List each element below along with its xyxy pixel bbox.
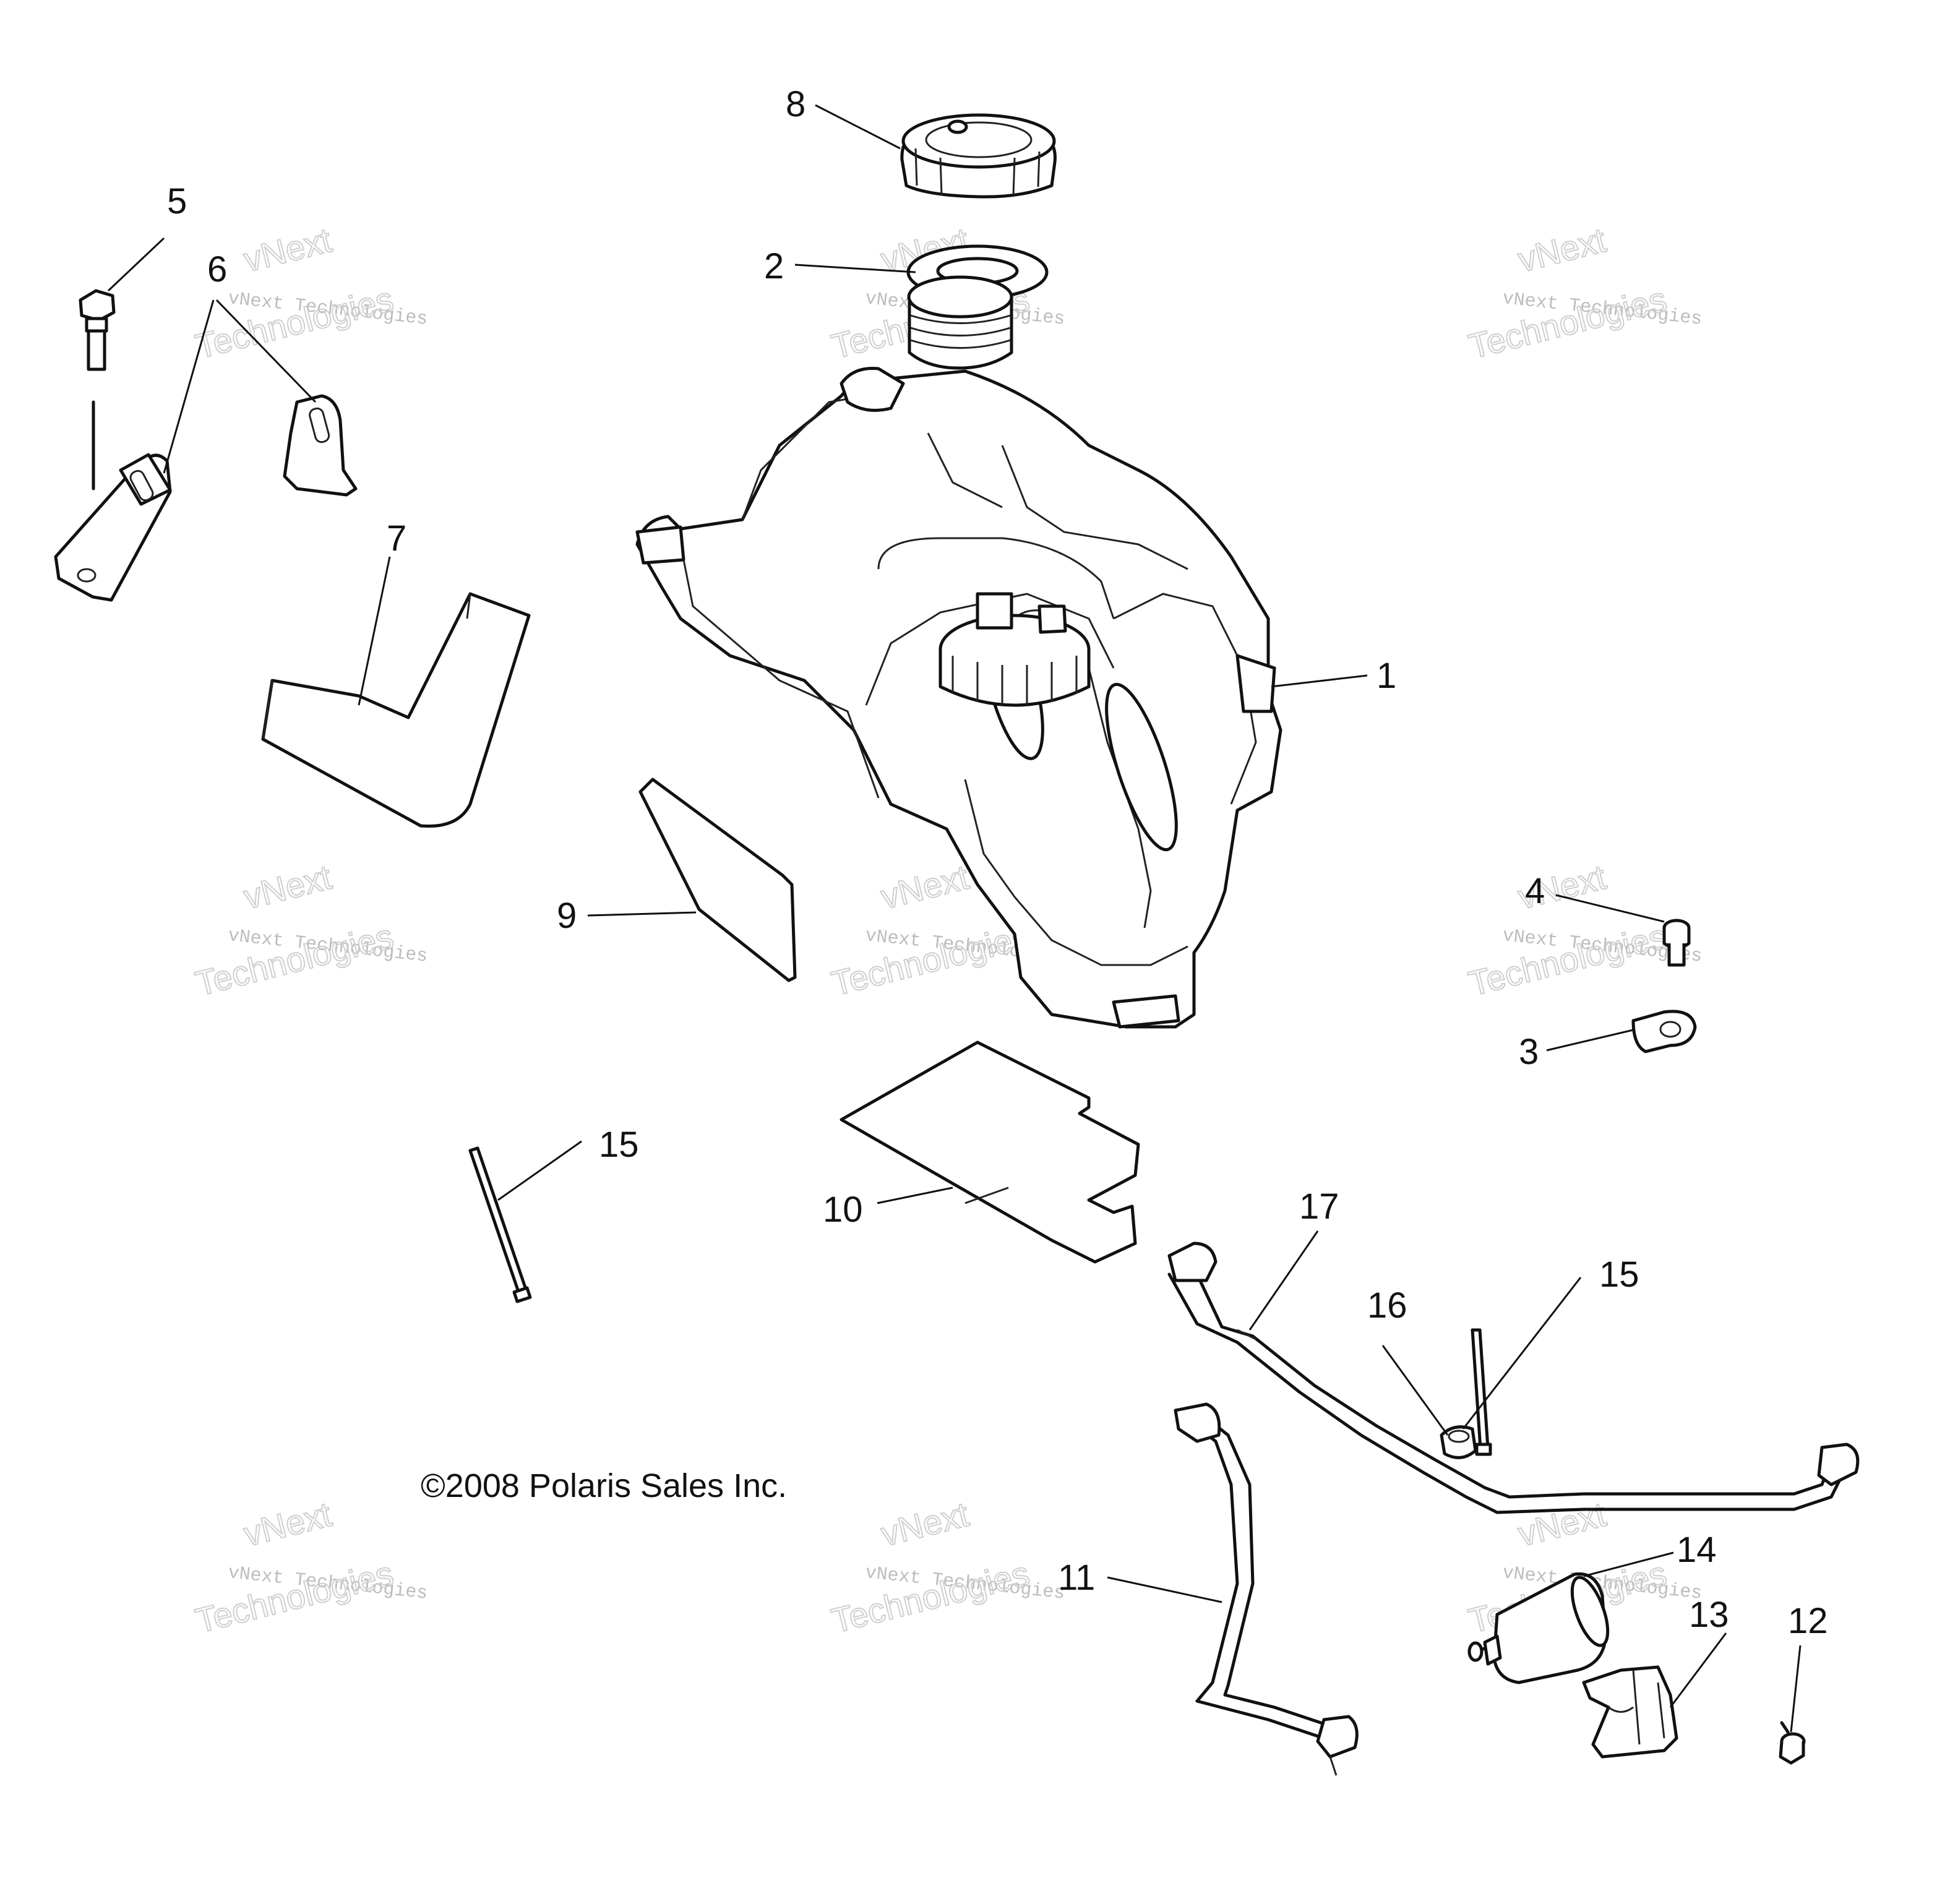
svg-text:Technologies: Technologies [192,1553,397,1640]
leader-3 [1546,1029,1634,1052]
callout-9: 9 [557,896,577,936]
leader-11 [1107,1576,1222,1603]
callout-16: 16 [1367,1285,1407,1326]
leader-7 [358,556,391,706]
insulator-pad-part [638,778,797,982]
fuel-cap-part [900,113,1057,199]
screw-part [1662,919,1691,967]
watermark-bottom-center: vNext vNext Technologies Technologies [827,1494,1066,1641]
callout-labels: 1 2 3 4 5 6 7 8 9 10 11 12 13 14 15 15 1… [167,84,1828,1641]
callout-11: 11 [1058,1558,1095,1598]
svg-text:vNext: vNext [1514,220,1610,280]
watermark-mid-left: vNext vNext Technologies Technologies [191,857,429,1004]
callout-2: 2 [764,246,784,286]
leader-17 [1248,1230,1319,1331]
push-rivet-part [1779,1721,1806,1765]
callout-10: 10 [823,1190,863,1230]
bracket-right-part [283,394,358,497]
leader-10 [877,1186,953,1204]
callout-17: 17 [1299,1186,1339,1227]
vent-hose-part [1167,1241,1860,1514]
leader-6b [215,299,317,403]
leader-8 [815,104,901,150]
svg-text:vNext: vNext [877,1494,973,1554]
leader-16 [1381,1345,1449,1436]
bolt-part [79,289,116,491]
svg-text:vNext: vNext [240,1494,336,1554]
callout-5: 5 [167,181,187,221]
callout-1: 1 [1377,656,1396,696]
svg-text:Technologies: Technologies [192,279,397,366]
watermark-bottom-left: vNext vNext Technologies Technologies [191,1494,429,1641]
leader-14 [1583,1551,1674,1577]
svg-text:Technologies: Technologies [828,916,1033,1003]
leader-1 [1271,674,1368,688]
leader-5 [107,237,165,292]
callout-7: 7 [387,518,406,559]
callout-13: 13 [1689,1595,1729,1635]
leader-13 [1669,1632,1727,1708]
svg-text:vNext: vNext [1514,1494,1610,1554]
hose-clip-part [1631,1010,1697,1053]
callout-12: 12 [1788,1601,1828,1641]
callout-8: 8 [786,84,805,124]
svg-text:vNext: vNext [240,220,336,280]
leader-12 [1790,1645,1802,1733]
leader-2 [794,264,916,273]
svg-text:Technologies: Technologies [828,1553,1033,1640]
grommet-part [1440,1425,1477,1459]
callout-14: 14 [1677,1530,1717,1570]
callout-15-right: 15 [1599,1254,1639,1295]
cable-tie-left-part [468,1146,532,1303]
leader-15a [497,1140,582,1201]
callout-6: 6 [207,249,227,289]
fuel-hose-part [1174,1402,1359,1776]
filter-bracket-part [1582,1665,1678,1759]
leader-9 [587,911,697,917]
leader-lines [107,104,1802,1733]
callout-3: 3 [1519,1032,1539,1072]
cable-tie-right-part [1471,1328,1492,1456]
fuel-tank-part [635,275,1282,1029]
svg-text:vNext: vNext [240,857,336,917]
copyright-notice: ©2008 Polaris Sales Inc. [421,1467,787,1504]
svg-text:vNext: vNext [877,857,973,917]
watermark-top-right: vNext vNext Technologies Technologies [1464,220,1703,367]
callout-15-left: 15 [599,1125,639,1165]
svg-text:Technologies: Technologies [192,916,397,1003]
bracket-left-part [54,453,172,602]
fuel-filter-part [1467,1572,1610,1684]
svg-text:Technologies: Technologies [1465,279,1670,366]
leader-4 [1555,894,1665,923]
leader-6a [163,299,215,474]
leader-15b [1462,1277,1582,1430]
foam-pad-part [261,592,531,828]
heat-shield-part [840,1040,1140,1264]
svg-text:Technologies: Technologies [1465,916,1670,1003]
callout-4: 4 [1525,871,1545,911]
watermark-top-left: vNext vNext Technologies Technologies [191,220,429,367]
